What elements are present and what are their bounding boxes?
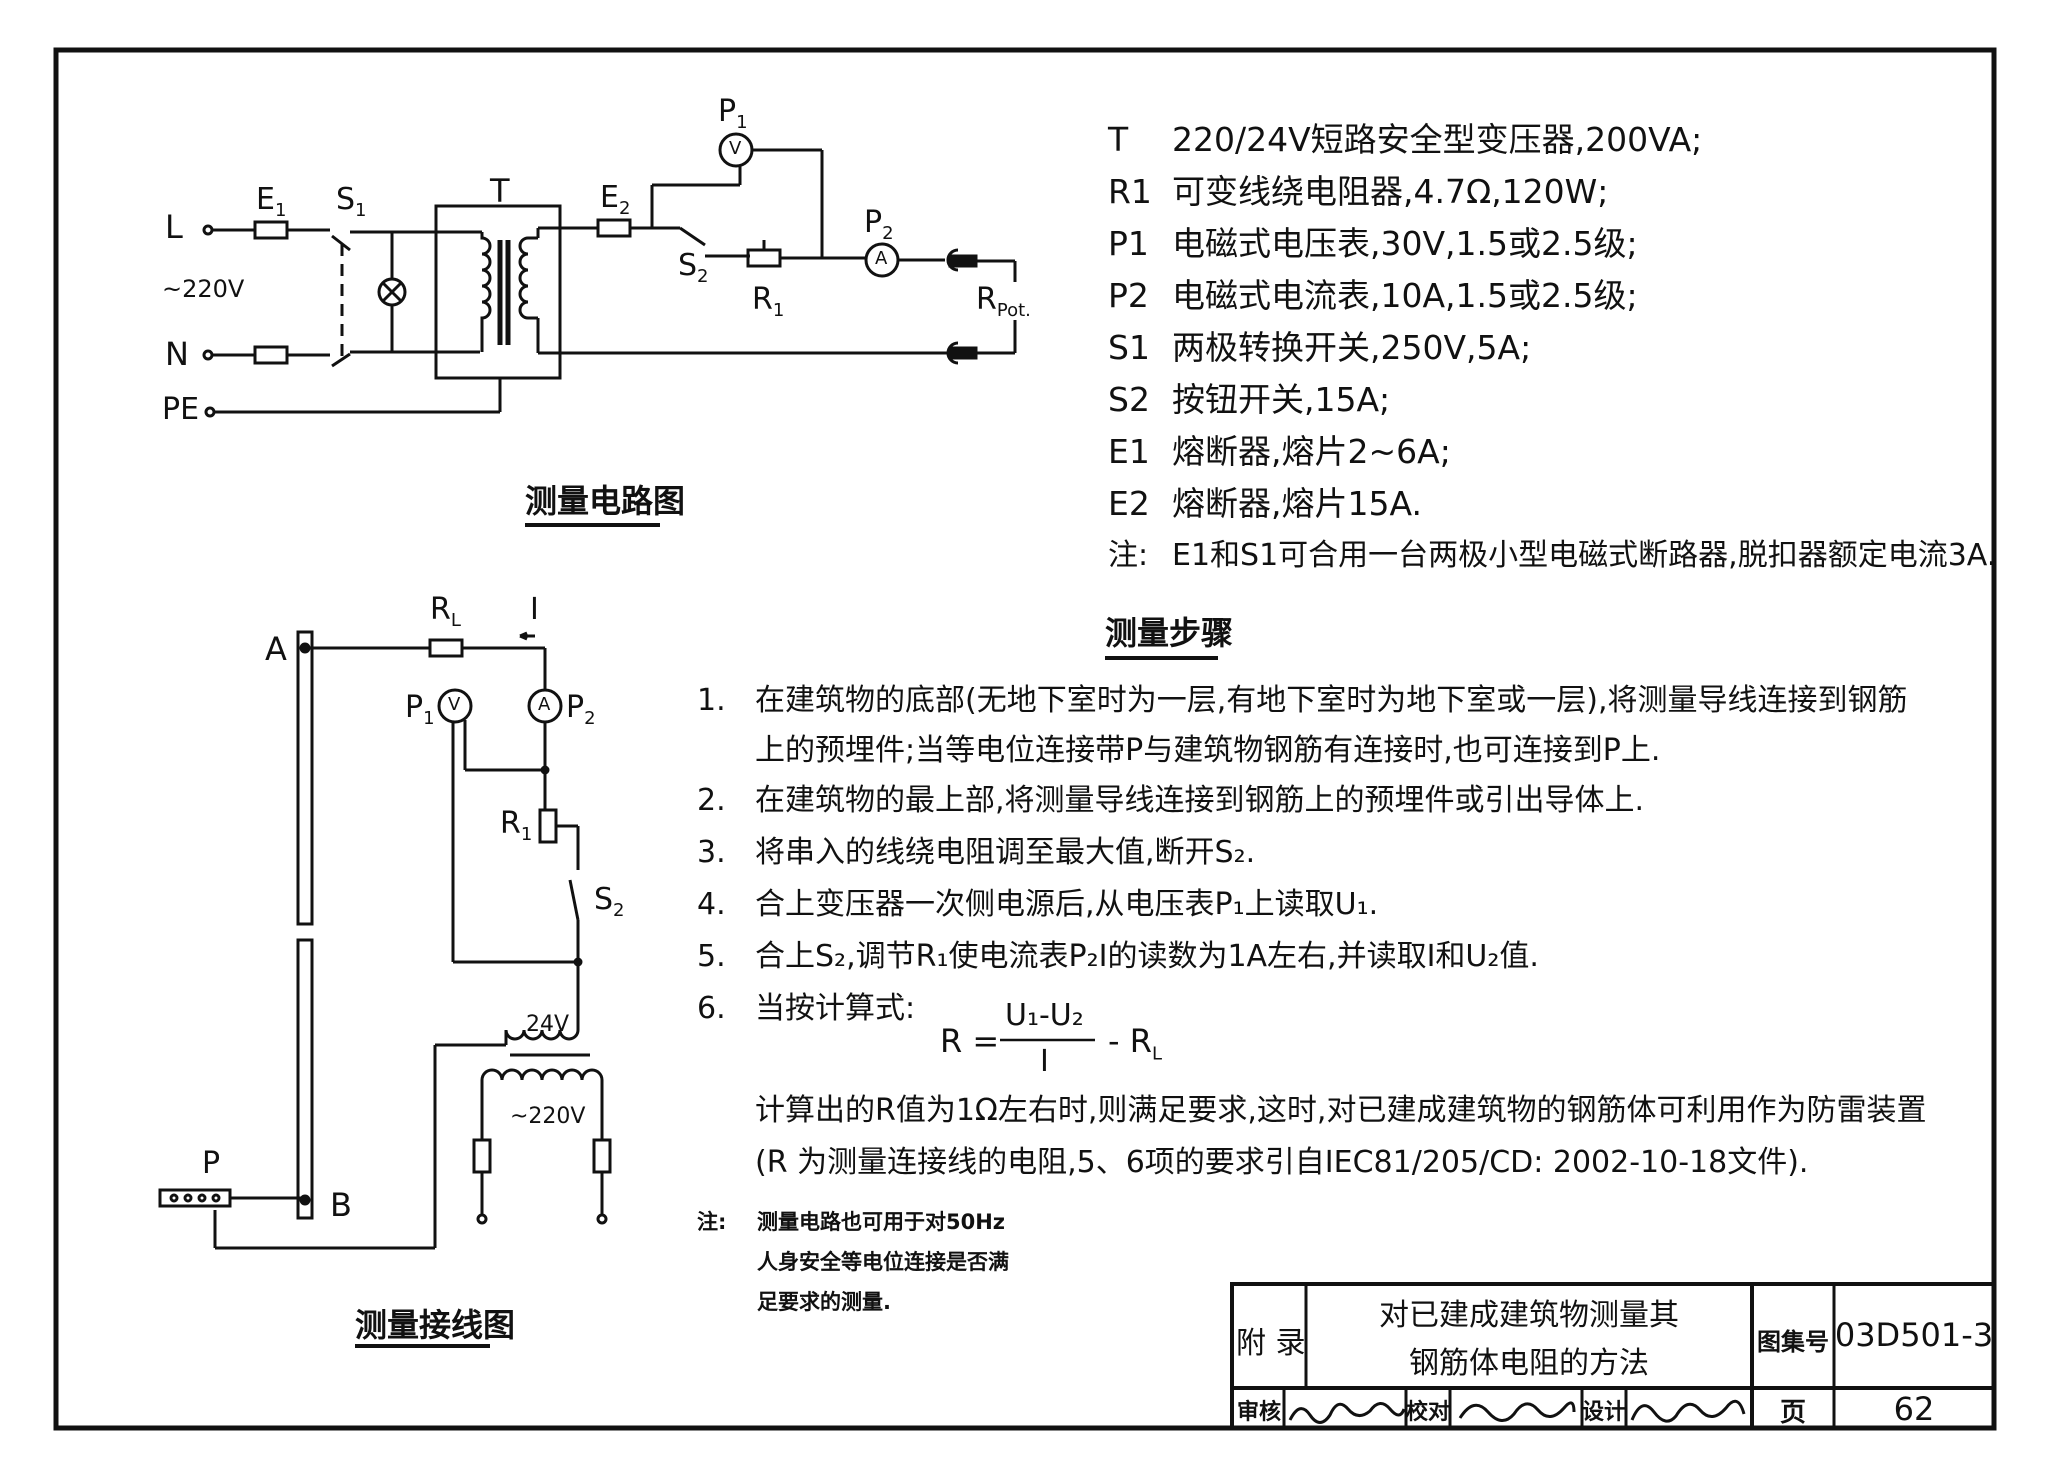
bottom-note-line: 人身安全等电位连接是否满: [757, 1250, 1009, 1274]
step-item-continued: 上的预埋件;当等电位连接带P与建筑物钢筋有连接时,也可连接到P上.: [755, 733, 1661, 768]
tb-title-line: 对已建成建筑物测量其: [1379, 1298, 1679, 1333]
resistor-RL: [428, 638, 464, 658]
steel-bar-upper: [296, 630, 314, 926]
bottom-note-line: 测量电路也可用于对50Hz: [757, 1210, 1006, 1234]
wiring-label-A: A: [265, 630, 287, 668]
step-item: 1.在建筑物的底部(无地下室时为一层,有地下室时为地下室或一层),将测量导线连接…: [697, 683, 1908, 718]
formula-lhs: R =: [940, 1022, 1000, 1060]
fuse-primary-left: [472, 1138, 492, 1174]
label-L: L: [165, 208, 183, 246]
label-R1: R1: [752, 282, 785, 321]
wiring-label-I: I: [530, 592, 539, 627]
wiring-label-S2: S2: [594, 882, 625, 921]
measurement-circuit-diagram: [202, 132, 1017, 527]
fuse-E2: [596, 218, 632, 238]
bottom-note-label: 注:: [697, 1210, 727, 1234]
step-item: 3.将串入的线绕电阻调至最大值,断开S₂.: [697, 835, 1256, 870]
transformer-T: [434, 204, 562, 380]
wiring-ammeter-A-symbol: A: [538, 694, 551, 715]
voltmeter-V-symbol: V: [729, 138, 742, 159]
signature-reviewer: [1288, 1402, 1406, 1424]
wiring-diagram: [158, 630, 612, 1348]
step-item: 4.合上变压器一次侧电源后,从电压表P₁上读取U₁.: [697, 887, 1379, 922]
wiring-label-P: P: [202, 1146, 221, 1181]
fuse-E1: [253, 220, 289, 240]
label-Rpot: RPot.: [976, 282, 1031, 321]
step-item: 2.在建筑物的最上部,将测量导线连接到钢筋上的预埋件或引出导体上.: [697, 783, 1645, 818]
wiring-label-R1: R1: [500, 806, 533, 845]
ammeter-A-symbol: A: [875, 248, 888, 269]
label-S2: S2: [678, 248, 709, 287]
fuse-primary-right: [592, 1138, 612, 1174]
wiring-label-RL: RL: [430, 592, 461, 631]
conclusion-line: (R 为测量连接线的电阻,5、6项的要求引自IEC81/205/CD: 2002…: [755, 1145, 1809, 1180]
label-voltage: ~220V: [162, 275, 245, 303]
circuit-title: 测量电路图: [525, 482, 686, 520]
title-block-frame: [1230, 1282, 1996, 1430]
tb-page-no: 62: [1893, 1390, 1935, 1428]
wiring-label-24v: 24V: [526, 1012, 570, 1037]
tb-title-line: 钢筋体电阻的方法: [1409, 1346, 1649, 1381]
switch-S2-wiring: [568, 879, 580, 921]
signature-designer: [1630, 1399, 1746, 1423]
formula-denominator: I: [1040, 1044, 1049, 1079]
tb-check-label: 校对: [1406, 1400, 1451, 1425]
signature-checker: [1458, 1401, 1576, 1422]
label-E1: E1: [256, 182, 287, 221]
label-N: N: [165, 335, 189, 373]
wiring-label-220v: ~220V: [510, 1104, 586, 1129]
tb-atlas-label: 图集号: [1757, 1328, 1829, 1356]
label-E2: E2: [600, 180, 631, 219]
label-T: T: [490, 172, 510, 210]
wiring-label-B: B: [330, 1186, 352, 1224]
legend-note: 注:E1和S1可合用一台两极小型电磁式断路器,脱扣器额定电流3A.: [1108, 538, 1997, 573]
resistor-R1: [746, 248, 782, 268]
conclusion-line: 计算出的R值为1Ω左右时,则满足要求,这时,对已建成建筑物的钢筋体可利用作为防雷…: [755, 1093, 1927, 1128]
fuse-N: [253, 345, 289, 365]
label-PE: PE: [162, 392, 200, 427]
sheet-border: [53, 47, 1997, 1431]
resistor-R1-wiring: [538, 808, 558, 844]
steps-title: 测量步骤: [1105, 614, 1234, 652]
step-item: 5.合上S₂,调节R₁使电流表P₂I的读数为1A左右,并读取I和U₂值.: [697, 939, 1539, 974]
wiring-voltmeter-V-symbol: V: [448, 694, 461, 715]
terminal-L: [202, 224, 214, 236]
label-S1: S1: [336, 182, 367, 221]
switch-S1-blade-bottom: [331, 352, 351, 368]
voltmeter-P1-wiring: [437, 688, 473, 724]
formula-rhs: - RL: [1108, 1022, 1162, 1065]
tb-review-label: 审核: [1236, 1400, 1281, 1425]
switch-S1-blade-top: [331, 234, 351, 252]
wiring-label-P1: P1: [405, 690, 435, 729]
switch-S2-contact: [679, 226, 706, 247]
label-P2: P2: [864, 205, 894, 244]
wiring-title: 测量接线图: [355, 1306, 516, 1344]
bottom-note-line: 足要求的测量.: [757, 1290, 891, 1314]
step-item: 6.当按计算式:: [697, 991, 916, 1026]
label-P1: P1: [718, 94, 748, 133]
formula-numerator: U₁-U₂: [1005, 998, 1084, 1033]
steel-bar-lower: [296, 938, 314, 1220]
terminal-PE: [204, 406, 216, 418]
tb-atlas-no: 03D501-3: [1834, 1316, 1994, 1354]
terminal-N: [202, 349, 214, 361]
tb-design-label: 设计: [1582, 1400, 1627, 1425]
tb-page-label: 页: [1779, 1398, 1806, 1428]
wiring-label-P2: P2: [566, 690, 596, 729]
tb-appendix: 附 录: [1236, 1326, 1306, 1361]
